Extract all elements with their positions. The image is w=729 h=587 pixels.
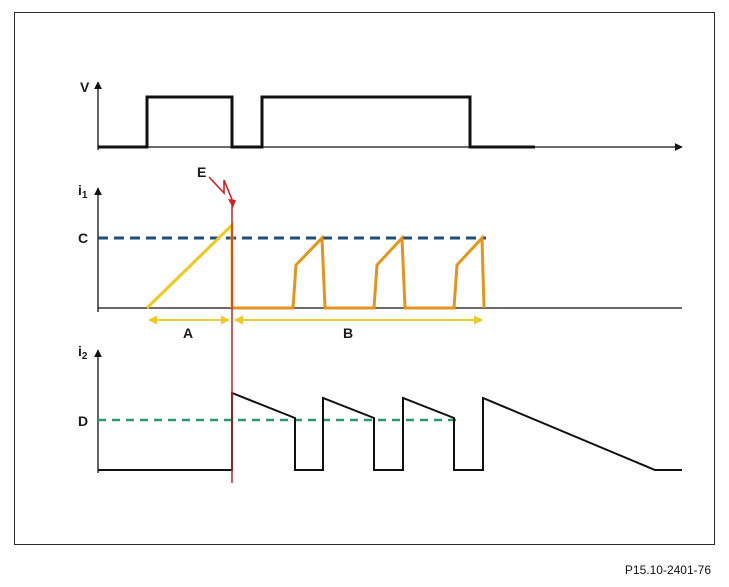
v-axis-label: V bbox=[80, 79, 90, 95]
level-d-label: D bbox=[78, 413, 88, 429]
ramp-a bbox=[145, 221, 234, 310]
i2-signal bbox=[98, 391, 682, 471]
event-e-flash bbox=[208, 176, 234, 203]
event-e-arrowhead bbox=[228, 199, 236, 208]
span-a-label: A bbox=[183, 325, 193, 341]
level-c-label: C bbox=[78, 230, 88, 246]
event-e-label: E bbox=[197, 164, 206, 180]
i1-axis-label: i1 bbox=[78, 182, 88, 201]
i2-axis-label: i2 bbox=[78, 343, 88, 362]
span-b-label: B bbox=[343, 325, 353, 341]
ramp-b bbox=[232, 234, 486, 310]
reference-code: P15.10-2401-76 bbox=[624, 563, 711, 577]
v-signal bbox=[98, 95, 535, 149]
diagram-frame bbox=[14, 12, 715, 545]
